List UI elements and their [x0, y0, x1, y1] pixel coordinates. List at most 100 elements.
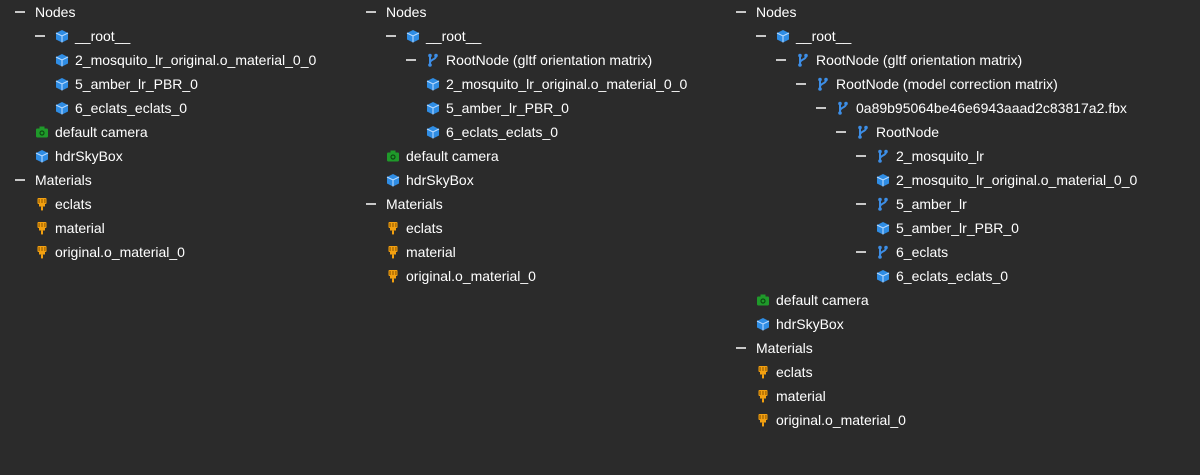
tree-node-eclats[interactable]: eclats [756, 360, 813, 384]
collapse-icon[interactable] [366, 11, 376, 13]
cube-icon [55, 53, 69, 67]
tree-node-material[interactable]: material [756, 384, 826, 408]
branch-icon [816, 77, 830, 91]
tree-node-hdrskybox[interactable]: hdrSkyBox [386, 168, 474, 192]
tree-node-rootnode-gltf-orientation-matrix[interactable]: RootNode (gltf orientation matrix) [406, 48, 652, 72]
tree-node-default-camera[interactable]: default camera [35, 120, 148, 144]
collapse-icon[interactable] [756, 35, 766, 37]
tree-node-label: material [406, 244, 456, 260]
tree-node-6-eclats-eclats-0[interactable]: 6_eclats_eclats_0 [426, 120, 558, 144]
tree-node-label: original.o_material_0 [55, 244, 185, 260]
tree-node-original-o-material-0[interactable]: original.o_material_0 [756, 408, 906, 432]
collapse-icon[interactable] [796, 83, 806, 85]
camera-icon [386, 149, 400, 163]
tree-node-hdrskybox[interactable]: hdrSkyBox [756, 312, 844, 336]
tree-node-root[interactable]: __root__ [386, 24, 481, 48]
tree-node-label: 5_amber_lr_PBR_0 [75, 76, 198, 92]
tree-node-eclats[interactable]: eclats [35, 192, 92, 216]
tree-node-nodes[interactable]: Nodes [736, 0, 796, 24]
cube-icon [756, 317, 770, 331]
tree-node-label: 6_eclats [896, 244, 949, 260]
tree-node-label: 6_eclats_eclats_0 [896, 268, 1009, 284]
tree-node-default-camera[interactable]: default camera [756, 288, 869, 312]
camera-icon [756, 293, 770, 307]
tree-node-label: eclats [406, 220, 443, 236]
cube-icon [386, 173, 400, 187]
tree-node-rootnode-model-correction-matrix[interactable]: RootNode (model correction matrix) [796, 72, 1058, 96]
collapse-icon[interactable] [15, 11, 25, 13]
tree-node-2-mosquito-lr-original-o-material-0-0[interactable]: 2_mosquito_lr_original.o_material_0_0 [55, 48, 316, 72]
tree-node-label: eclats [55, 196, 92, 212]
tree-node-5-amber-lr[interactable]: 5_amber_lr [856, 192, 967, 216]
branch-icon [836, 101, 850, 115]
tree-node-0a89b95064be46e6943aaad2c83817a2-fbx[interactable]: 0a89b95064be46e6943aaad2c83817a2.fbx [816, 96, 1127, 120]
collapse-icon[interactable] [856, 155, 866, 157]
cube-icon [876, 269, 890, 283]
tree-node-label: Nodes [35, 4, 76, 20]
tree-node-6-eclats[interactable]: 6_eclats [856, 240, 948, 264]
collapse-icon[interactable] [776, 59, 786, 61]
collapse-icon[interactable] [816, 107, 826, 109]
tree-node-hdrskybox[interactable]: hdrSkyBox [35, 144, 123, 168]
tree-node-label: RootNode (gltf orientation matrix) [446, 52, 653, 68]
cube-icon [426, 101, 440, 115]
tree-node-materials[interactable]: Materials [736, 336, 813, 360]
collapse-icon[interactable] [856, 251, 866, 253]
tree-node-material[interactable]: material [35, 216, 105, 240]
tree-node-label: original.o_material_0 [406, 268, 536, 284]
tree-node-label: 2_mosquito_lr [896, 148, 984, 164]
branch-icon [856, 125, 870, 139]
tree-node-label: default camera [406, 148, 499, 164]
tree-node-5-amber-lr-pbr-0[interactable]: 5_amber_lr_PBR_0 [55, 72, 198, 96]
cube-icon [426, 77, 440, 91]
collapse-icon[interactable] [386, 35, 396, 37]
collapse-icon[interactable] [736, 11, 746, 13]
tree-node-label: 0a89b95064be46e6943aaad2c83817a2.fbx [856, 100, 1127, 116]
tree-node-label: Materials [756, 340, 813, 356]
collapse-icon[interactable] [406, 59, 416, 61]
material-icon [386, 245, 400, 259]
tree-node-6-eclats-eclats-0[interactable]: 6_eclats_eclats_0 [876, 264, 1008, 288]
tree-node-label: Nodes [386, 4, 427, 20]
tree-node-label: Nodes [756, 4, 797, 20]
tree-node-2-mosquito-lr-original-o-material-0-0[interactable]: 2_mosquito_lr_original.o_material_0_0 [426, 72, 687, 96]
branch-icon [876, 245, 890, 259]
tree-node-nodes[interactable]: Nodes [15, 0, 75, 24]
collapse-icon[interactable] [836, 131, 846, 133]
tree-node-6-eclats-eclats-0[interactable]: 6_eclats_eclats_0 [55, 96, 187, 120]
tree-node-label: material [776, 388, 826, 404]
tree-node-2-mosquito-lr[interactable]: 2_mosquito_lr [856, 144, 984, 168]
tree-node-label: 5_amber_lr_PBR_0 [446, 100, 569, 116]
tree-node-rootnode-gltf-orientation-matrix[interactable]: RootNode (gltf orientation matrix) [776, 48, 1022, 72]
branch-icon [796, 53, 810, 67]
material-icon [756, 365, 770, 379]
tree-node-root[interactable]: __root__ [756, 24, 851, 48]
tree-node-materials[interactable]: Materials [366, 192, 443, 216]
tree-node-5-amber-lr-pbr-0[interactable]: 5_amber_lr_PBR_0 [876, 216, 1019, 240]
tree-node-materials[interactable]: Materials [15, 168, 92, 192]
tree-node-eclats[interactable]: eclats [386, 216, 443, 240]
tree-node-original-o-material-0[interactable]: original.o_material_0 [35, 240, 185, 264]
tree-node-label: material [55, 220, 105, 236]
tree-node-label: RootNode [876, 124, 940, 140]
material-icon [35, 197, 49, 211]
tree-node-original-o-material-0[interactable]: original.o_material_0 [386, 264, 536, 288]
material-icon [756, 389, 770, 403]
tree-node-label: eclats [776, 364, 813, 380]
tree-node-2-mosquito-lr-original-o-material-0-0[interactable]: 2_mosquito_lr_original.o_material_0_0 [876, 168, 1137, 192]
collapse-icon[interactable] [366, 203, 376, 205]
collapse-icon[interactable] [15, 179, 25, 181]
tree-node-5-amber-lr-pbr-0[interactable]: 5_amber_lr_PBR_0 [426, 96, 569, 120]
tree-node-label: 5_amber_lr_PBR_0 [896, 220, 1019, 236]
collapse-icon[interactable] [856, 203, 866, 205]
tree-node-default-camera[interactable]: default camera [386, 144, 499, 168]
material-icon [386, 221, 400, 235]
collapse-icon[interactable] [35, 35, 45, 37]
tree-node-material[interactable]: material [386, 240, 456, 264]
cube-icon [876, 221, 890, 235]
collapse-icon[interactable] [736, 347, 746, 349]
cube-icon [406, 29, 420, 43]
tree-node-root[interactable]: __root__ [35, 24, 130, 48]
tree-node-rootnode[interactable]: RootNode [836, 120, 939, 144]
tree-node-nodes[interactable]: Nodes [366, 0, 426, 24]
